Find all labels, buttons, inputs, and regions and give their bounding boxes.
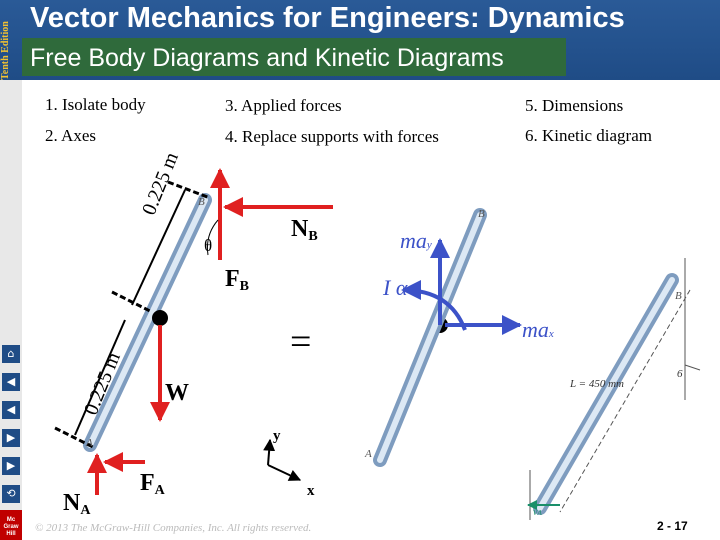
w-label: W: [165, 380, 189, 406]
fa-label: FA: [140, 470, 165, 498]
step-2: 2. Axes: [45, 126, 96, 145]
step-6: 6. Kinetic diagram: [525, 126, 652, 145]
figure-length-label: L = 450 mm: [570, 378, 624, 390]
may-label: may: [400, 228, 432, 253]
first-icon[interactable]: ◀: [2, 373, 20, 391]
fbd-mass-center: [152, 310, 168, 326]
max-label: max: [522, 317, 554, 342]
na-label: NA: [63, 490, 91, 518]
slide-title: Vector Mechanics for Engineers: Dynamics: [30, 2, 625, 34]
nb-label: NB: [291, 216, 318, 244]
figure-angle-label: 6: [677, 368, 683, 380]
step-1: 1. Isolate body: [45, 95, 146, 114]
step-4: 4. Replace supports with forces: [225, 127, 439, 146]
axis-y-label: y: [273, 428, 281, 444]
copyright-text: © 2013 The McGraw-Hill Companies, Inc. A…: [35, 522, 312, 534]
back-icon[interactable]: ⟲: [2, 485, 20, 503]
subtitle-bar: [22, 38, 566, 76]
kinetic-vectors: [401, 238, 522, 335]
velocity-label: vA: [533, 507, 542, 518]
prev-icon[interactable]: ◀: [2, 401, 20, 419]
theta-label: θ: [204, 236, 213, 255]
step-5: 5. Dimensions: [525, 96, 624, 115]
step-3: 3. Applied forces: [225, 96, 342, 115]
kd-point-b: B: [478, 208, 485, 220]
next-icon[interactable]: ▶: [2, 429, 20, 447]
figure-point-b: B: [675, 290, 682, 302]
figure-rod: [533, 273, 679, 515]
fb-label: FB: [225, 266, 250, 294]
theta-arc: [207, 219, 219, 256]
slide-subtitle: Free Body Diagrams and Kinetic Diagrams: [30, 44, 504, 72]
fbd-rod: [83, 193, 212, 452]
fbd-forces: [87, 168, 333, 495]
fbd-point-b: B: [198, 196, 205, 208]
kd-rod: [373, 208, 487, 467]
axis-x-label: x: [307, 483, 315, 499]
coordinate-axes: [263, 438, 302, 481]
nav-sidebar: ⌂ ◀ ◀ ▶ ▶ ⟲: [0, 80, 22, 540]
ialpha-label: I α: [383, 275, 408, 300]
equals-sign: =: [290, 321, 312, 363]
last-icon[interactable]: ▶: [2, 457, 20, 475]
kd-point-a: A: [365, 448, 372, 460]
fbd-point-a: A: [86, 437, 93, 449]
figure-dimension: [529, 258, 701, 520]
home-icon[interactable]: ⌂: [2, 345, 20, 363]
page-number: 2 - 17: [657, 519, 688, 533]
fbd-dimension-lines: [54, 180, 211, 450]
